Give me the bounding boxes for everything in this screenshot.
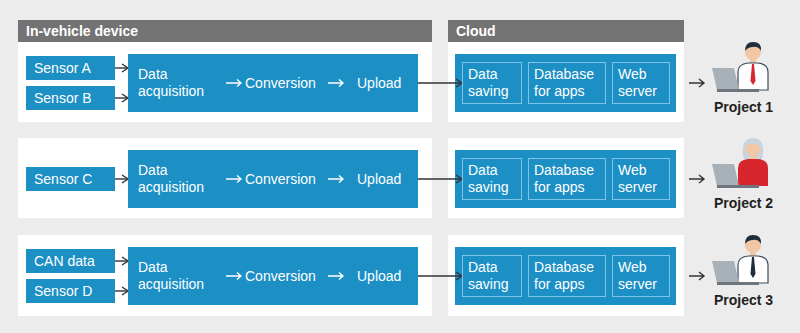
step-arrow [328,78,344,88]
flow-arrow [418,275,462,276]
box-text: Cloud [456,23,496,39]
step-arrow-line [328,273,343,280]
sensor-box: Sensor C [26,167,115,191]
box-text: Upload [357,268,401,285]
project-label: Project 1 [714,99,773,115]
cloud-service-box: Web server [612,62,670,104]
processing-box: Data acquisition Conversion Upload [128,150,418,208]
step-arrow-line [328,80,343,87]
step-arrow-line [226,176,241,183]
cloud-service-box: Database for apps [528,158,606,200]
column-header: Cloud [448,20,684,42]
box-text: Database for apps [534,259,600,293]
cloud-service-box: Data saving [462,255,522,297]
box-text: CAN data [34,253,95,269]
box-text: Conversion [245,171,316,188]
box-text: Data acquisition [138,259,222,293]
cloud-service-box: Data saving [462,158,522,200]
step-arrow [226,271,242,281]
step-arrow-line [328,176,343,183]
column-header: In-vehicle device [18,20,432,42]
processing-box: Data acquisition Conversion Upload [128,247,418,305]
box-text: Sensor C [34,171,92,187]
sensor-box: Sensor A [26,56,115,80]
step-arrow-line [226,273,241,280]
man-at-laptop [712,42,768,92]
step-arrow [328,174,344,184]
box-text: Sensor A [34,60,91,76]
box-text: Web server [618,66,664,100]
box-text: In-vehicle device [26,23,138,39]
box-text: Upload [357,171,401,188]
step-arrow [226,78,242,88]
box-text: Sensor D [34,283,92,299]
flow-arrow [115,178,128,179]
box-text: Data saving [468,259,516,293]
sensor-box: Sensor D [26,279,115,303]
man-at-laptop [712,235,768,285]
flow-arrow [115,97,128,98]
box-text: Data saving [468,162,516,196]
box-text: Database for apps [534,66,600,100]
box-text: Sensor B [34,90,92,106]
project-label: Project 2 [714,195,773,211]
processing-box: Data acquisition Conversion Upload [128,54,418,112]
box-text: Upload [357,75,401,92]
cloud-service-box: Web server [612,255,670,297]
step-arrow [226,174,242,184]
box-text: Data saving [468,66,516,100]
flow-arrow [418,82,462,83]
box-text: Web server [618,259,664,293]
step-arrow [328,271,344,281]
cloud-service-box: Web server [612,158,670,200]
flow-arrow [115,260,128,261]
flow-arrow [115,67,128,68]
box-text: Web server [618,162,664,196]
cloud-service-box: Data saving [462,62,522,104]
box-text: Conversion [245,268,316,285]
cloud-to-user-arrows [689,79,704,280]
cloud-service-box: Database for apps [528,62,606,104]
box-text: Data acquisition [138,66,222,100]
step-arrow-line [226,80,241,87]
project-label: Project 3 [714,292,773,308]
box-text: Conversion [245,75,316,92]
box-text: Data acquisition [138,162,222,196]
flow-arrow [115,290,128,291]
flow-arrow [418,178,462,179]
sensor-box: CAN data [26,249,115,273]
box-text: Database for apps [534,162,600,196]
sensor-box: Sensor B [26,86,115,110]
cloud-service-box: Database for apps [528,255,606,297]
woman-at-laptop [712,138,768,188]
